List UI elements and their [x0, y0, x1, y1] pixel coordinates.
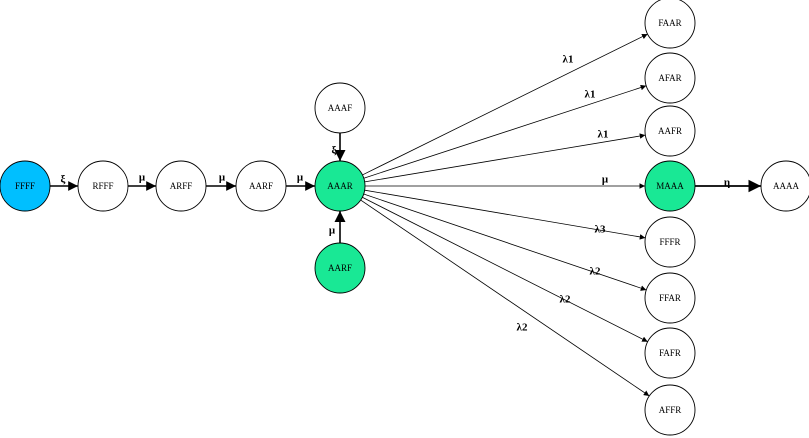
edge-rate-label: μ: [139, 172, 146, 184]
state-circle: [314, 242, 366, 294]
state-node-rfff: RFFF: [77, 160, 129, 212]
state-circle: [644, 160, 696, 212]
state-circle: [314, 82, 366, 134]
state-node-aafr: AAFR: [644, 105, 696, 157]
state-label: FAAR: [658, 18, 681, 28]
state-circle: [235, 160, 287, 212]
state-node-ffff: FFFF: [0, 160, 51, 212]
edge-rate-label: λ2: [517, 322, 528, 334]
state-label: AARF: [328, 263, 352, 273]
state-node-aarf-below: AARF: [314, 242, 366, 294]
state-label: FFFF: [15, 181, 35, 191]
state-circle: [760, 160, 809, 212]
state-label: FAFR: [659, 348, 681, 358]
state-circle: [314, 160, 366, 212]
state-node-fffr: FFFR: [644, 216, 696, 268]
edge-rate-label: μ: [602, 174, 609, 186]
state-circle: [644, 0, 696, 49]
edge-rate-label: ξ: [61, 174, 66, 186]
edge-aaar-to-affr: [360, 199, 650, 397]
state-label: AARF: [249, 181, 273, 191]
edge-rate-label: λ2: [590, 266, 601, 278]
state-node-arff: ARFF: [155, 160, 207, 212]
state-label: ARFF: [170, 181, 193, 191]
edge-rate-label: μ: [297, 172, 304, 184]
state-label: AAAF: [328, 103, 353, 113]
state-label: RFFF: [92, 181, 113, 191]
state-circle: [644, 272, 696, 324]
state-circle: [644, 52, 696, 104]
edge-rate-label: μ: [219, 172, 226, 184]
state-circle: [644, 216, 696, 268]
state-circle: [644, 105, 696, 157]
state-label: AAFR: [658, 126, 682, 136]
edge-rate-label: η: [724, 177, 730, 189]
state-node-ffar: FFAR: [644, 272, 696, 324]
state-node-faar: FAAR: [644, 0, 696, 49]
edge-rate-label: λ1: [585, 89, 596, 101]
edge-rate-label: λ1: [598, 129, 609, 141]
state-node-aarf-chain: AARF: [235, 160, 287, 212]
state-node-aaar: AAAR: [314, 160, 366, 212]
edge-rate-label: λ2: [560, 294, 571, 306]
state-node-aaaa: AAAA: [760, 160, 809, 212]
state-label: AAAR: [327, 181, 353, 191]
state-circle: [0, 160, 51, 212]
state-node-maaa: MAAA: [644, 160, 696, 212]
state-label: AFFR: [659, 405, 682, 415]
state-circle: [644, 384, 696, 436]
edge-aaar-to-afar: [363, 84, 647, 179]
edge-rate-label: λ3: [595, 224, 606, 236]
edge-aaar-to-fafr: [362, 196, 648, 343]
edge-aaar-to-ffar: [363, 193, 647, 291]
state-label: FFAR: [659, 293, 681, 303]
state-node-affr: AFFR: [644, 384, 696, 436]
state-label: AFAR: [658, 73, 681, 83]
edge-rate-label: μ: [329, 225, 336, 237]
state-circle: [155, 160, 207, 212]
state-node-aaaf: AAAF: [314, 82, 366, 134]
edge-aaar-to-faar: [362, 33, 648, 176]
state-label: FFFR: [659, 237, 680, 247]
state-circle: [77, 160, 129, 212]
state-circle: [644, 327, 696, 379]
edge-rate-label: λ1: [563, 54, 574, 66]
edge-aaar-to-aafr: [364, 133, 646, 183]
state-label: MAAA: [656, 181, 684, 191]
edge-rate-label: ξ: [332, 145, 337, 157]
state-node-fafr: FAFR: [644, 327, 696, 379]
state-label: AAAA: [773, 181, 799, 191]
edge-aaar-to-fffr: [364, 189, 646, 240]
state-node-afar: AFAR: [644, 52, 696, 104]
